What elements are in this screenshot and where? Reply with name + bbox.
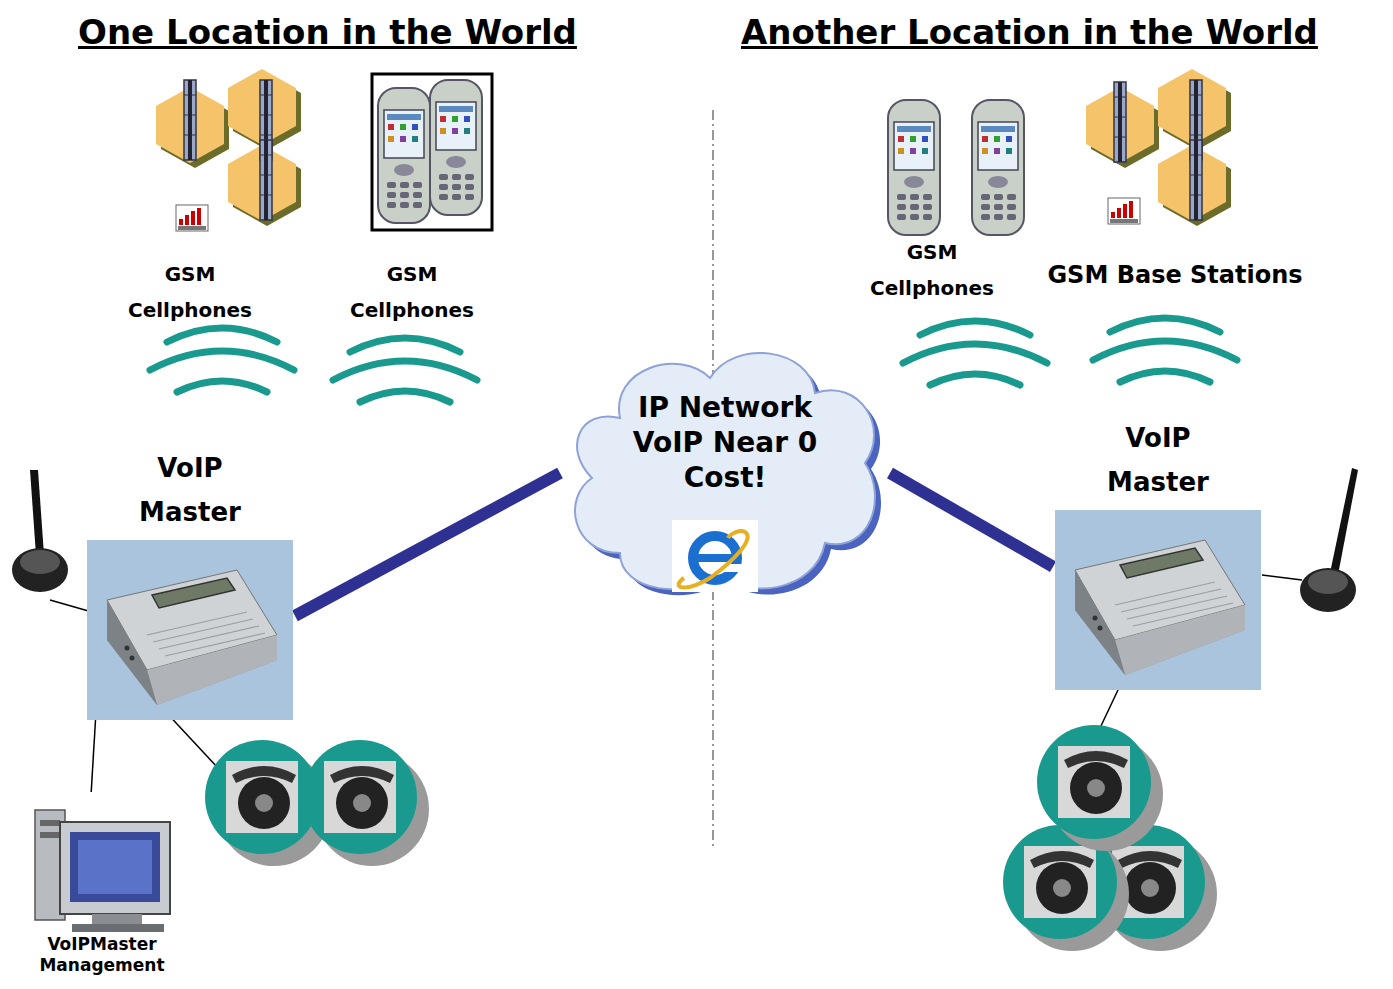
- cable-line: [91, 720, 95, 792]
- voip-master-image: [1055, 510, 1261, 690]
- location-heading: Another Location in the World: [741, 2, 1381, 62]
- location-heading: One Location in the World: [78, 2, 638, 62]
- icon-label: GSM Cellphones: [857, 234, 1007, 306]
- management-pc: VoIPMaster Management: [12, 792, 192, 978]
- node-label: VoIP Master: [120, 446, 260, 534]
- node-label: IP Network VoIP Near 0 Cost!: [615, 338, 835, 495]
- voip-master-device: VoIP Master: [1053, 416, 1263, 690]
- voip-master-image: [87, 540, 293, 720]
- icon-label: GSM Cellphones: [337, 256, 487, 328]
- node-label: VoIP Master: [1088, 416, 1228, 504]
- network-link: [295, 473, 560, 616]
- network-cloud: IP Network VoIP Near 0 Cost!: [560, 338, 890, 608]
- pc-icon: [32, 792, 212, 934]
- network-link: [890, 473, 1053, 567]
- icon-label: GSM Cellphones: [115, 256, 265, 328]
- voip-master-device: VoIP Master: [85, 446, 295, 720]
- node-label: VoIPMaster Management: [32, 934, 172, 976]
- icon-label: GSM Base Stations: [1020, 254, 1330, 296]
